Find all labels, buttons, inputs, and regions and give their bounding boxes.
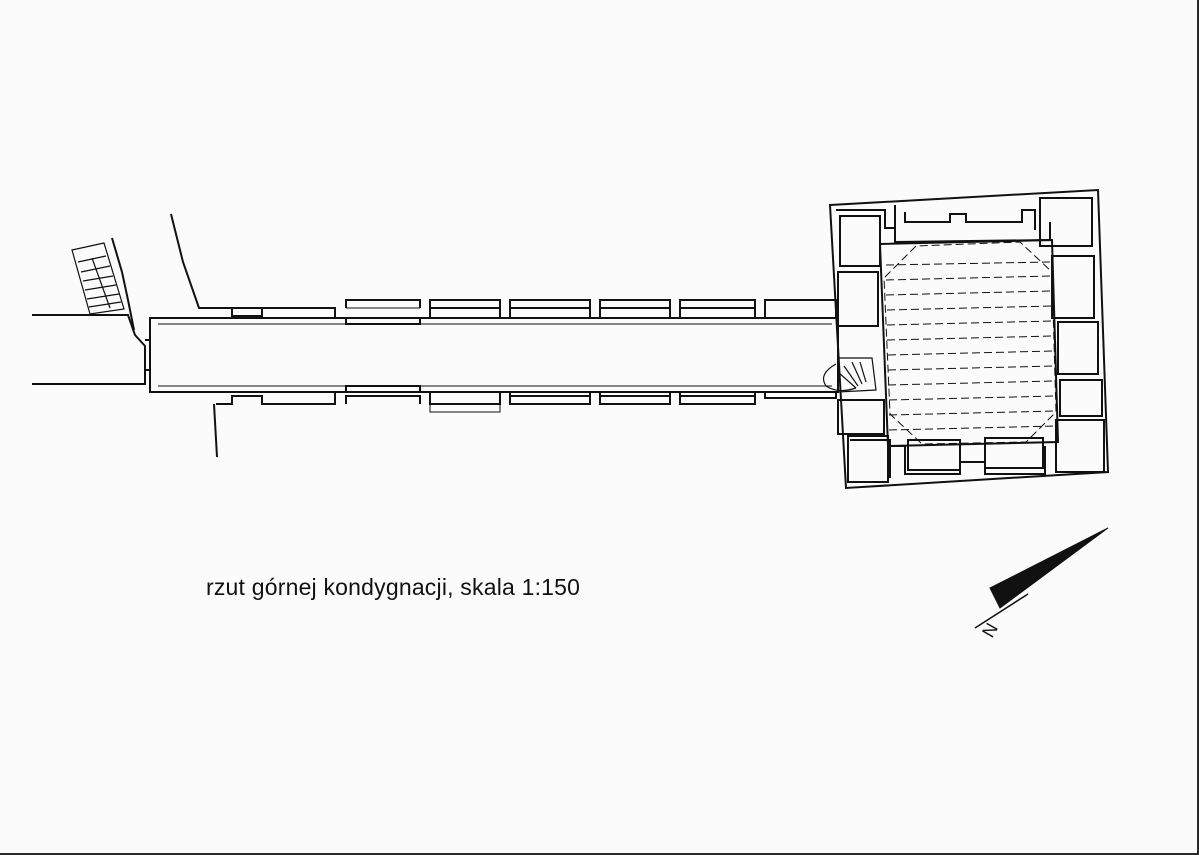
tower (828, 188, 1110, 490)
plan-caption: rzut górnej kondygnacji, skala 1:150 (206, 574, 581, 600)
left-stair (71, 242, 125, 315)
spiral-stair (823, 357, 877, 393)
outer-walls (111, 213, 335, 458)
gallery (145, 299, 839, 413)
north-arrow-icon (974, 527, 1109, 629)
left-building (32, 314, 146, 385)
